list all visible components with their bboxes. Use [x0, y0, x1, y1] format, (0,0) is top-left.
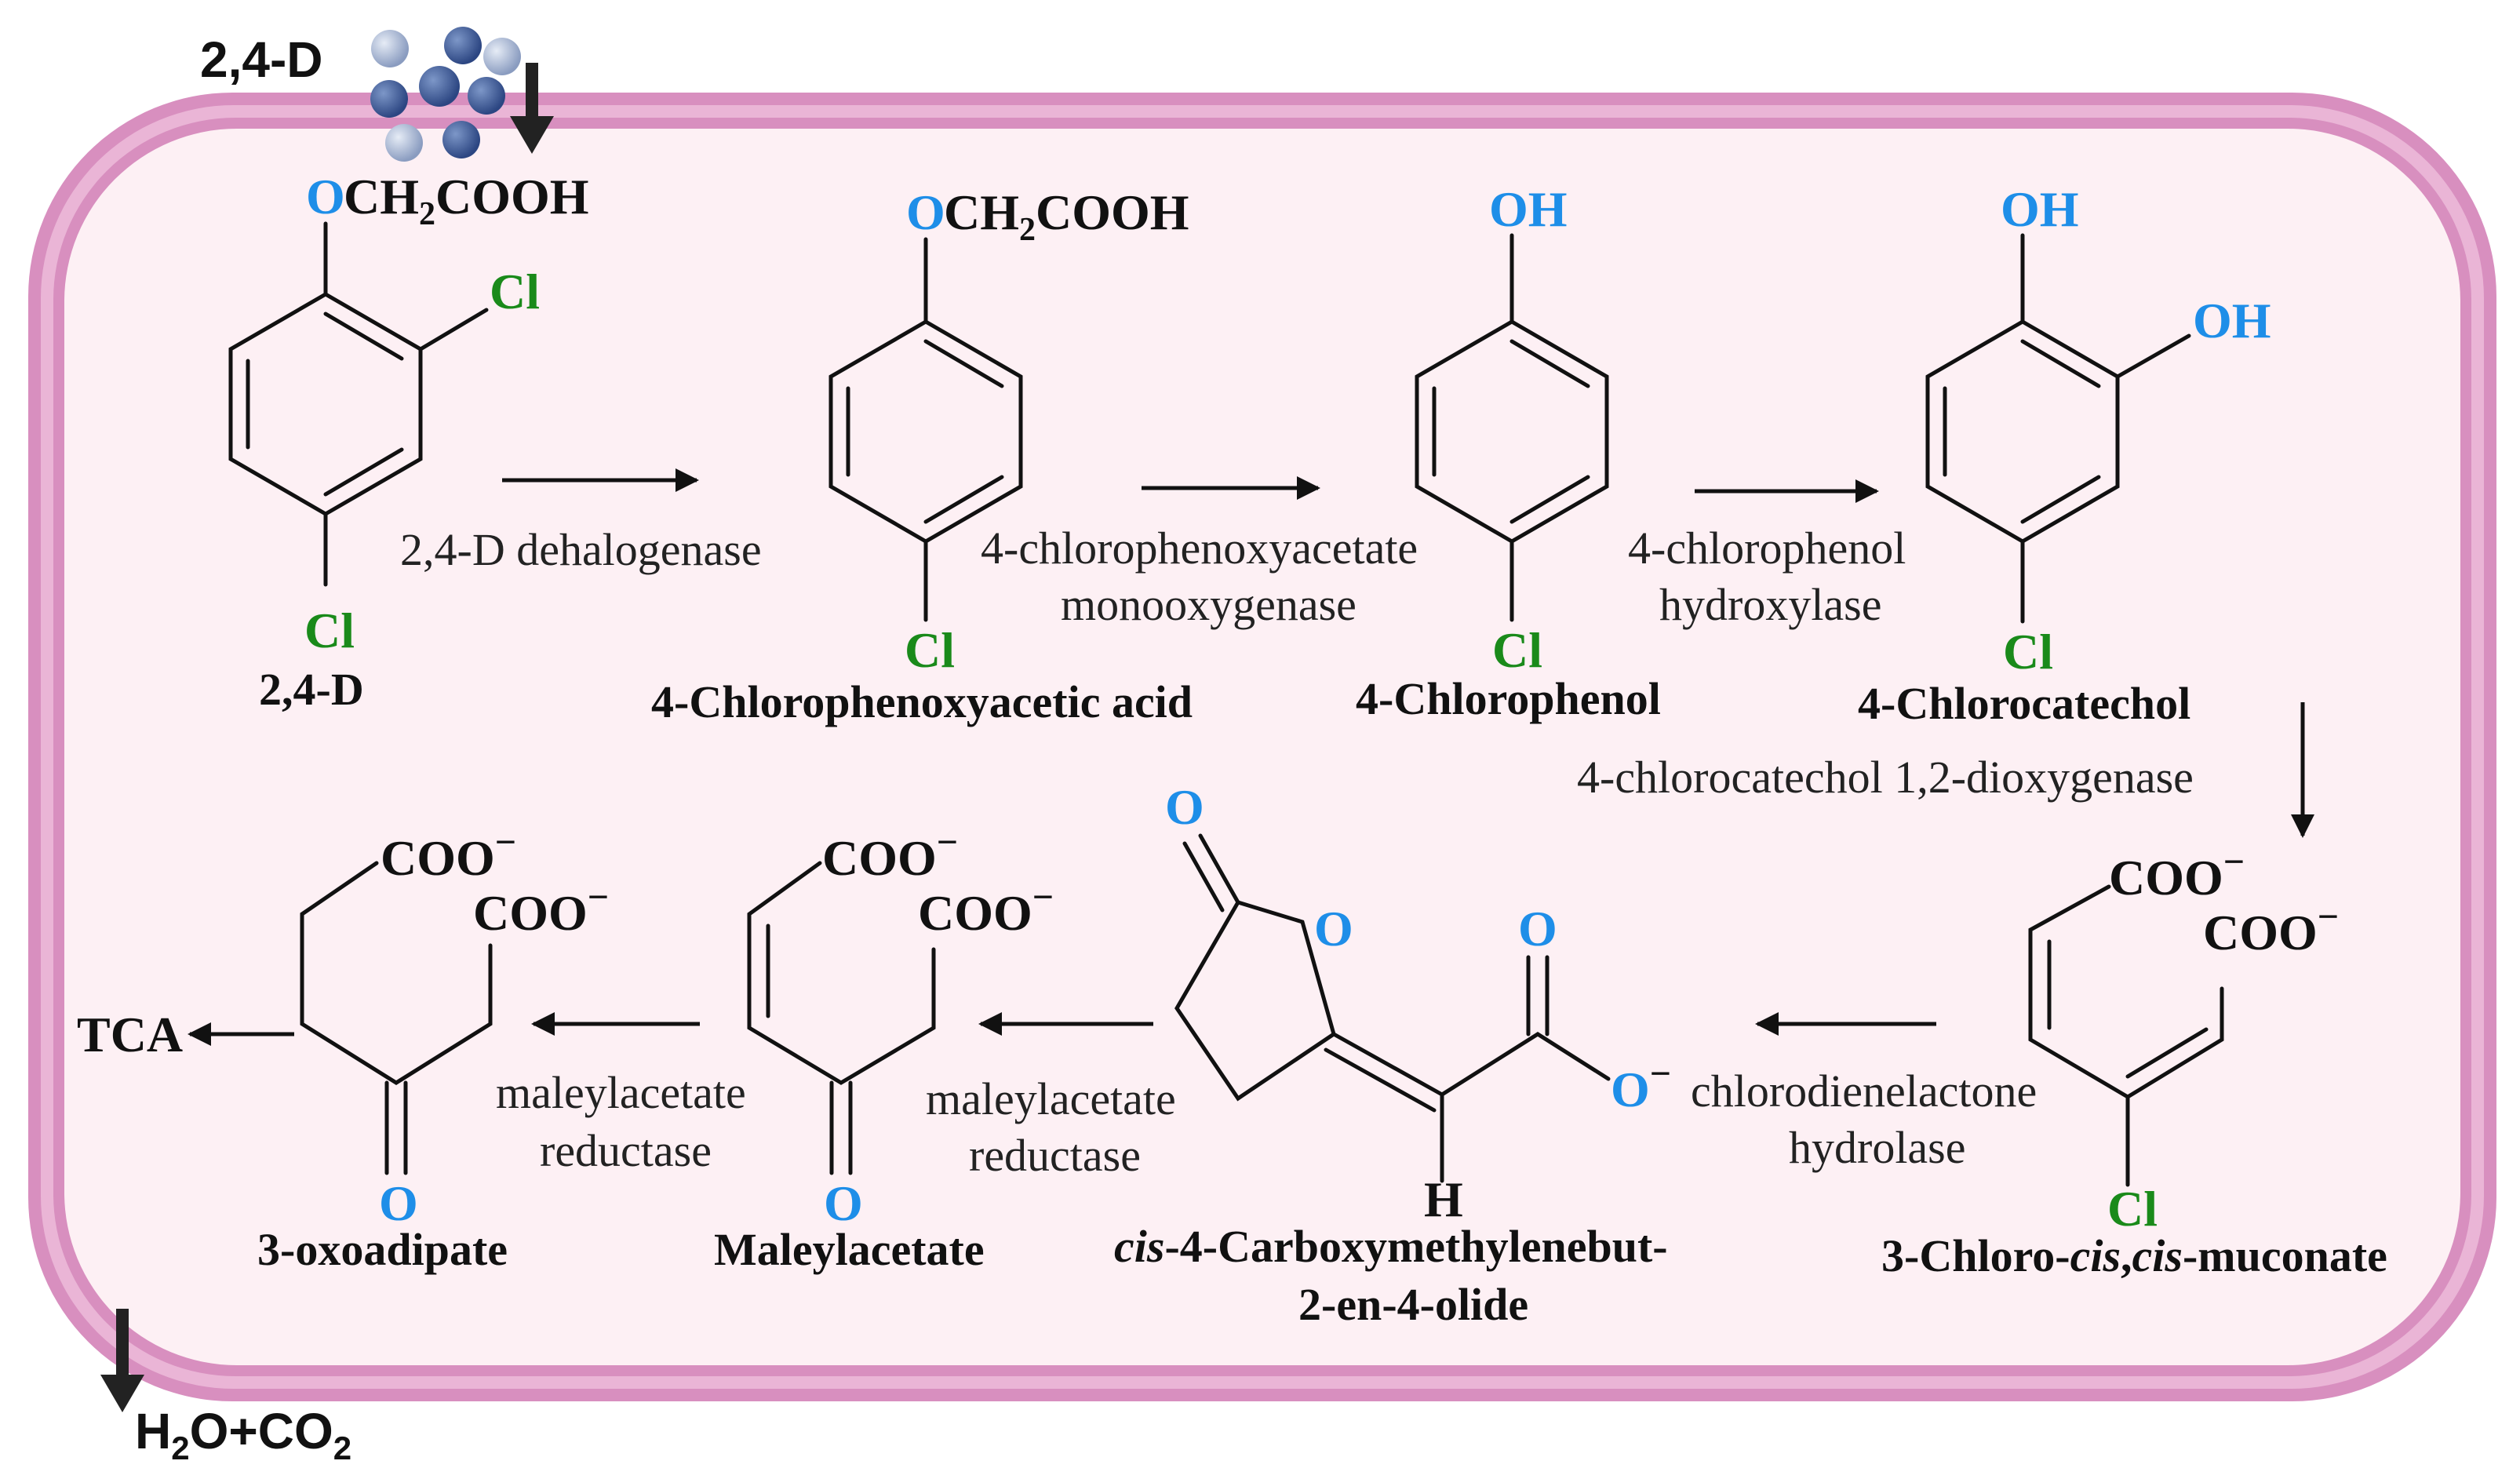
svg-text:Cl: Cl [1492, 622, 1542, 678]
compound-name-2-4-d: 2,4-D [259, 664, 364, 715]
uptake-arrow [510, 63, 554, 154]
compound-name-4-chlorocatechol: 4-Chlorocatechol [1858, 678, 2190, 729]
enzyme-label-6-line2: reductase [969, 1130, 1141, 1181]
svg-text:O−: O− [1611, 1053, 1671, 1117]
output-arrow [100, 1309, 144, 1412]
svg-text:O: O [379, 1175, 418, 1231]
enzyme-label-3-line1: 4-chlorophenol [1628, 523, 1906, 574]
enzyme-label-2-line2: monooxygenase [1061, 579, 1357, 630]
svg-text:CH2COOH: CH2COOH [944, 184, 1189, 248]
svg-text:COO−: COO− [822, 821, 958, 886]
tca-label: TCA [77, 1007, 183, 1062]
compound-4-chlorocatechol: OH OH Cl [1925, 181, 2271, 679]
cytoplasm [64, 129, 2460, 1365]
compound-name-3-chloro-cis-cis-muconate: 3-Chloro-cis,cis-muconate [1881, 1230, 2387, 1281]
svg-text:COO−: COO− [2203, 896, 2339, 960]
enzyme-label-1: 2,4-D dehalogenase [400, 524, 762, 575]
compound-name-3-oxoadipate: 3-oxoadipate [257, 1224, 508, 1275]
svg-text:COO−: COO− [473, 876, 609, 941]
compound-name-4-chlorophenoxyacetic-acid: 4-Chlorophenoxyacetic acid [651, 676, 1193, 727]
compound-name-carboxymethylenebutenolide-line1: cis-4-Carboxymethylenebut- [1114, 1221, 1668, 1272]
enzyme-label-6-line1: maleylacetate [926, 1073, 1176, 1124]
compound-3-chloro-cis-cis-muconate: COO− COO− Cl [2028, 841, 2339, 1237]
svg-text:O: O [1518, 901, 1557, 956]
svg-text:Cl: Cl [490, 264, 540, 319]
enzyme-label-4: 4-chlorocatechol 1,2-dioxygenase [1577, 752, 2194, 803]
svg-text:OH: OH [1489, 181, 1568, 237]
enzyme-label-7-line1: maleylacetate [496, 1067, 746, 1118]
compound-name-carboxymethylenebutenolide-line2: 2-en-4-olide [1298, 1279, 1528, 1330]
compound-4-chlorophenol: OH Cl [1415, 181, 1609, 678]
svg-text:O: O [306, 169, 345, 224]
svg-text:COO−: COO− [918, 876, 1054, 941]
compound-2-4-d: O CH2COOH Cl Cl [228, 169, 589, 658]
enzyme-label-3-line2: hydroxylase [1659, 579, 1882, 630]
enzyme-label-2-line1: 4-chlorophenoxyacetate [981, 523, 1418, 574]
svg-text:Cl: Cl [304, 603, 355, 658]
svg-text:COO−: COO− [381, 821, 516, 886]
svg-text:Cl: Cl [905, 622, 955, 678]
svg-text:O: O [1165, 779, 1204, 835]
svg-text:Cl: Cl [2003, 624, 2053, 679]
svg-text:Cl: Cl [2107, 1181, 2158, 1237]
svg-text:OH: OH [2193, 293, 2271, 348]
compound-name-maleylacetate: Maleylacetate [714, 1224, 985, 1275]
enzyme-label-5-line2: hydrolase [1789, 1122, 1966, 1173]
svg-text:O: O [906, 184, 945, 240]
output-label: H2O+CO2 [135, 1403, 351, 1466]
compound-name-4-chlorophenol: 4-Chlorophenol [1356, 673, 1661, 724]
enzyme-label-5-line1: chlorodienelactone [1691, 1066, 2037, 1117]
cell-membrane [28, 93, 2496, 1401]
uptake-label: 2,4-D [200, 31, 323, 88]
svg-text:H: H [1424, 1171, 1463, 1227]
compound-3-oxoadipate: COO− COO− O [300, 821, 609, 1231]
svg-text:O: O [1314, 901, 1353, 956]
svg-text:COO−: COO− [2109, 841, 2245, 905]
svg-text:CH2COOH: CH2COOH [344, 169, 589, 232]
compound-carboxymethylenebutenolide: O O O O− H [1165, 779, 1671, 1227]
svg-text:O: O [824, 1175, 863, 1231]
substrate-molecules-icon [370, 27, 521, 162]
svg-text:OH: OH [2001, 181, 2079, 237]
enzyme-label-7-line2: reductase [540, 1125, 712, 1176]
compound-4-chlorophenoxyacetic-acid: O CH2COOH Cl [828, 184, 1189, 678]
compound-maleylacetate: COO− COO− O [747, 821, 1054, 1231]
